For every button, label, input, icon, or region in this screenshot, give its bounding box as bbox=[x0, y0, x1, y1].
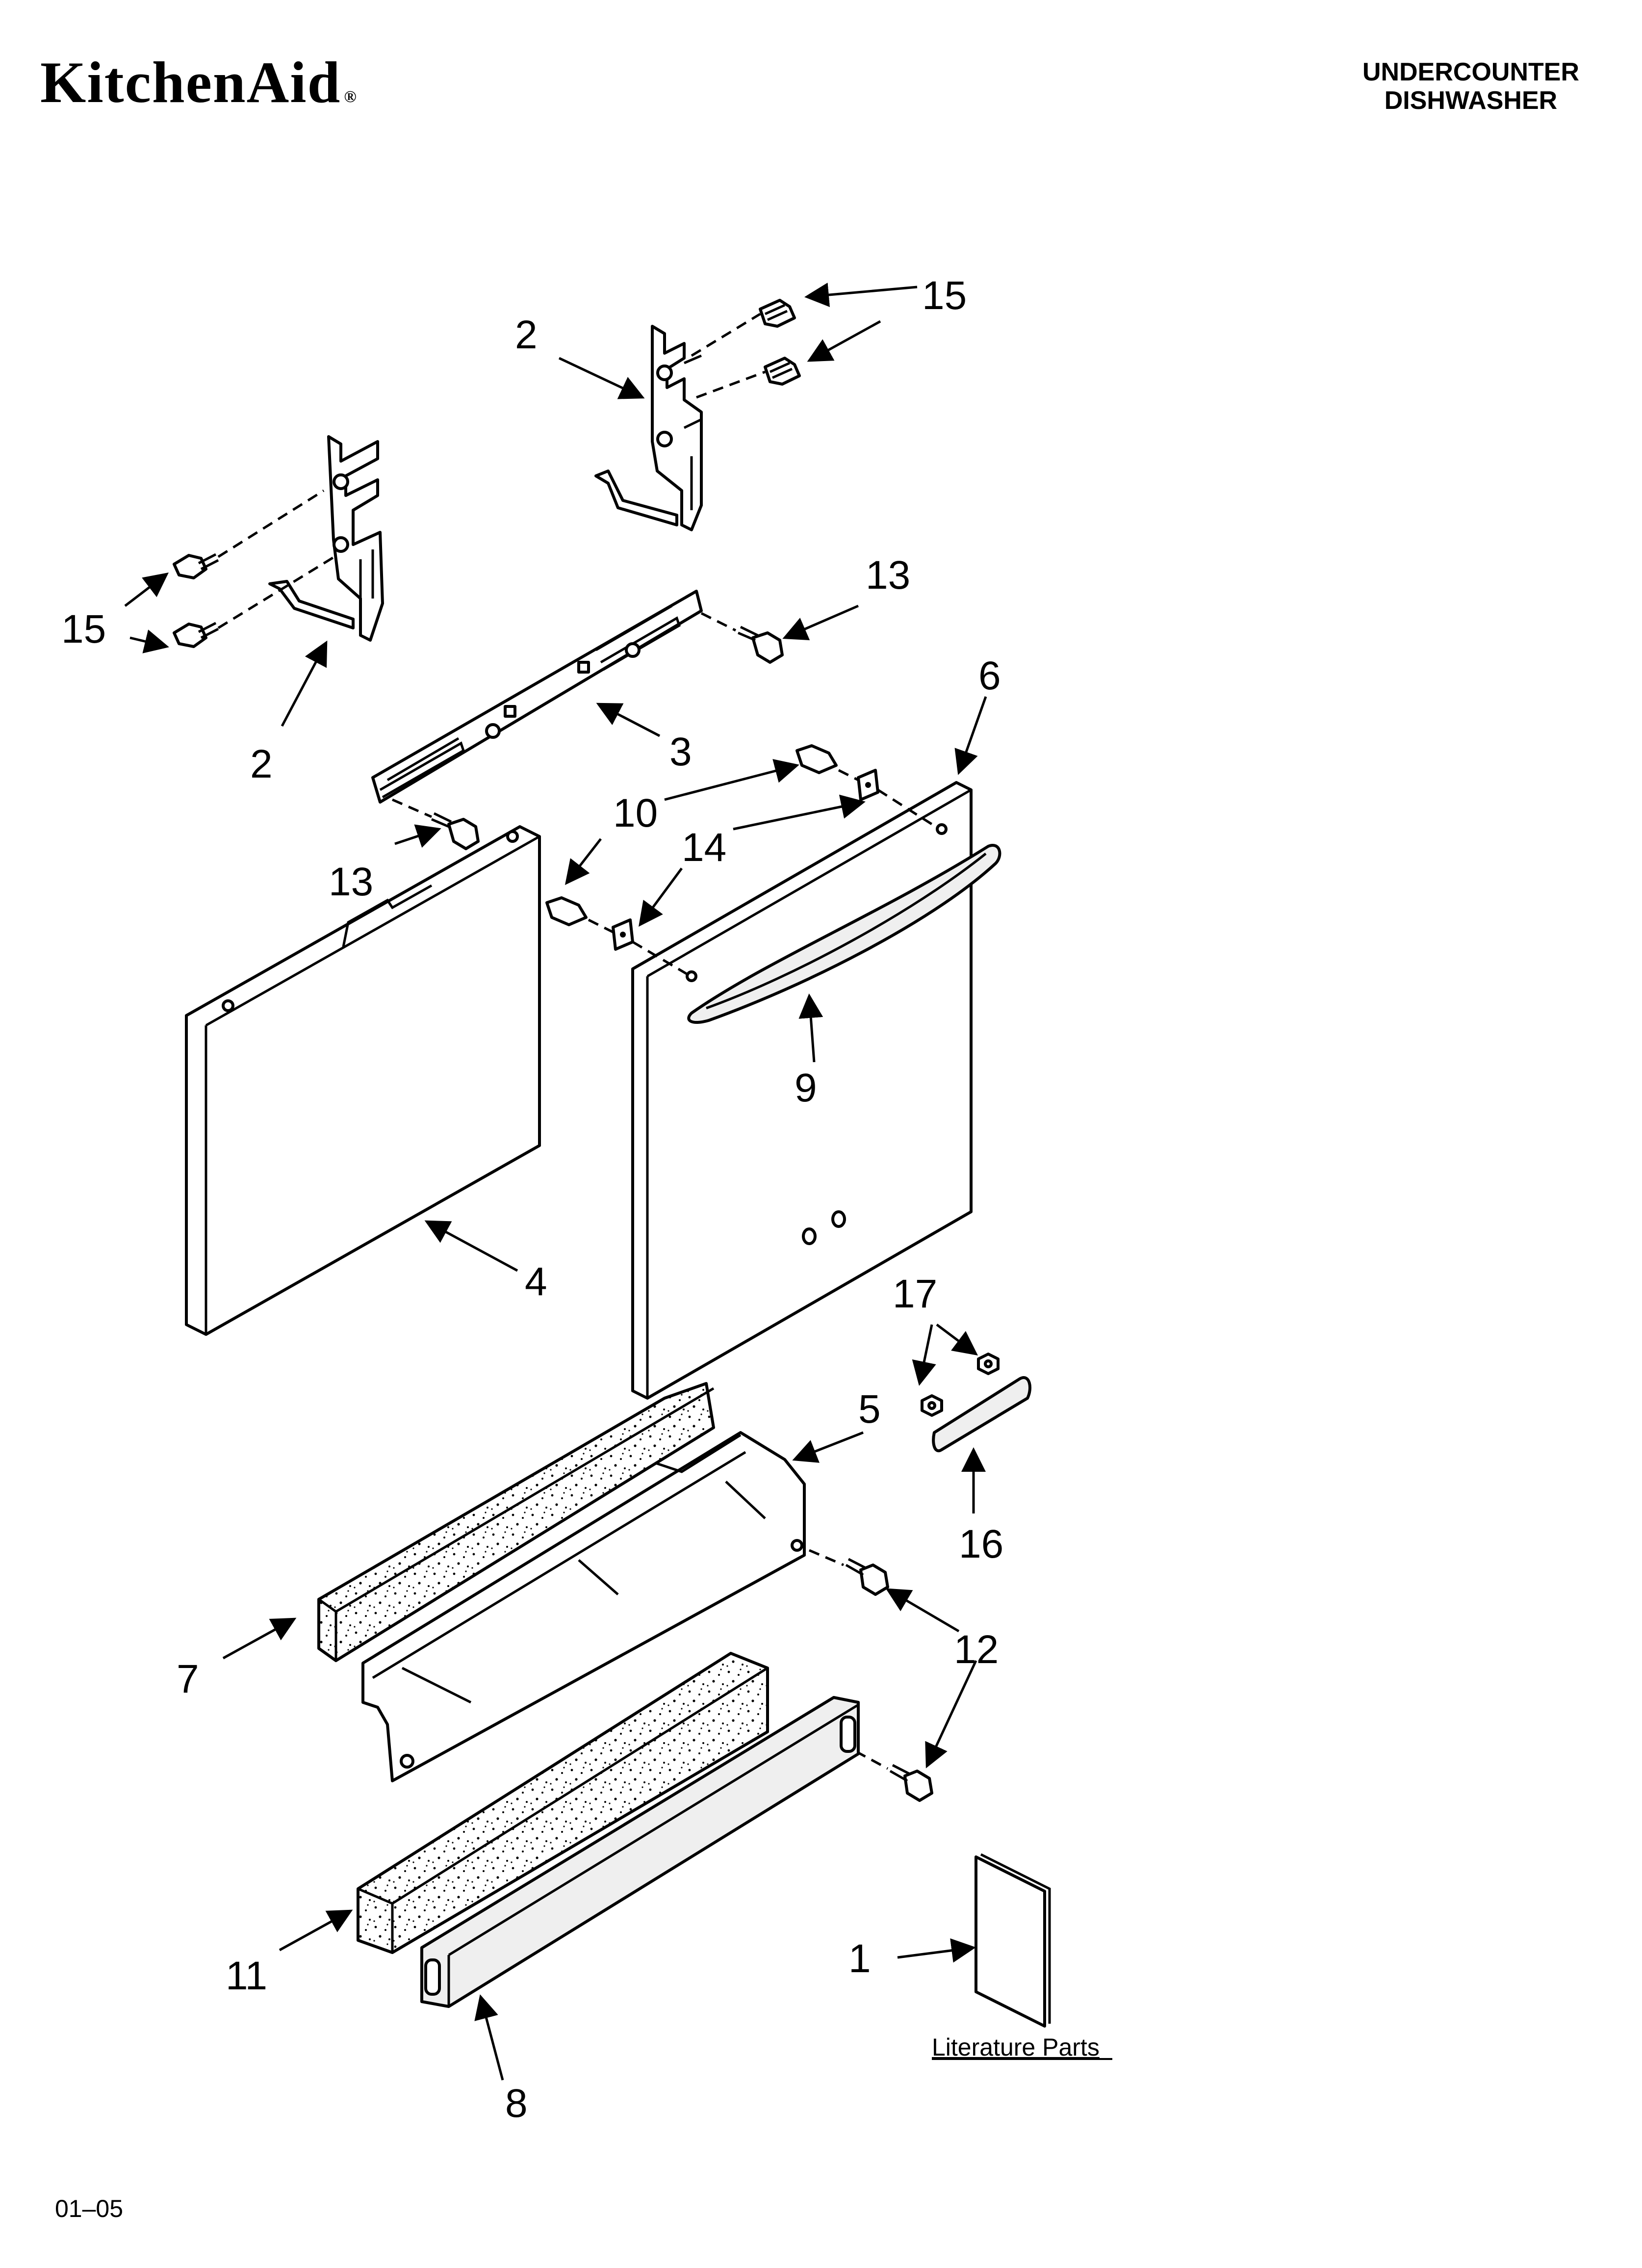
registered-mark: ® bbox=[344, 88, 358, 106]
callout-6: 6 bbox=[978, 653, 1001, 698]
screw-15-left-a bbox=[173, 553, 219, 579]
screw-10-b bbox=[545, 896, 588, 926]
callout-15-left: 15 bbox=[61, 607, 106, 652]
callout-4: 4 bbox=[525, 1259, 547, 1304]
callout-11: 11 bbox=[226, 1954, 267, 1998]
screw-15-left-b bbox=[173, 622, 219, 648]
callout-16: 16 bbox=[959, 1522, 1003, 1566]
product-title-line-1: UNDERCOUNTER bbox=[1362, 58, 1579, 86]
callout-2-top: 2 bbox=[515, 313, 538, 357]
mounting-rail bbox=[371, 590, 703, 804]
brand-logo: KitchenAid® bbox=[40, 50, 358, 115]
brand-name: KitchenAid bbox=[40, 50, 341, 115]
screw-15-top-a bbox=[759, 299, 796, 328]
callout-14: 14 bbox=[682, 825, 726, 870]
callout-13-left: 13 bbox=[329, 860, 373, 904]
literature-booklet bbox=[975, 1853, 1051, 2028]
callout-12: 12 bbox=[954, 1627, 999, 1672]
washer-14-b bbox=[612, 918, 634, 951]
kick-plate bbox=[420, 1696, 860, 2008]
hinge-bracket-left bbox=[268, 435, 384, 642]
trim-piece bbox=[932, 1376, 1031, 1453]
callout-5: 5 bbox=[858, 1387, 881, 1432]
nut-17-b bbox=[921, 1394, 943, 1417]
callout-8: 8 bbox=[505, 2081, 528, 2126]
callout-10: 10 bbox=[613, 791, 658, 835]
screw-13-right bbox=[738, 626, 784, 664]
foam-insulation-lower bbox=[357, 1652, 769, 1954]
side-panel bbox=[185, 825, 541, 1336]
callout-17: 17 bbox=[893, 1272, 937, 1316]
screw-13-left bbox=[431, 812, 480, 850]
nut-17-a bbox=[977, 1353, 1000, 1375]
callout-3: 3 bbox=[669, 730, 692, 774]
callout-15-top: 15 bbox=[922, 273, 967, 318]
hinge-bracket-upper bbox=[594, 325, 703, 531]
callout-7: 7 bbox=[177, 1657, 199, 1701]
callout-1: 1 bbox=[848, 1936, 871, 1981]
page-code: 01–05 bbox=[55, 2195, 124, 2222]
door-handle bbox=[687, 844, 1001, 1024]
product-title-line-2: DISHWASHER bbox=[1384, 86, 1558, 115]
screw-12-a bbox=[845, 1558, 889, 1596]
literature-parts-label: Literature Parts bbox=[932, 2033, 1100, 2061]
callout-13-right: 13 bbox=[866, 553, 910, 598]
product-title: UNDERCOUNTER DISHWASHER bbox=[1362, 58, 1579, 115]
callout-2-left: 2 bbox=[250, 742, 273, 786]
screw-12-b bbox=[889, 1764, 933, 1802]
foam-insulation-upper bbox=[317, 1382, 715, 1662]
screw-15-top-b bbox=[764, 357, 801, 386]
callout-9: 9 bbox=[795, 1066, 817, 1110]
screw-10-a bbox=[795, 744, 838, 774]
washer-14-a bbox=[857, 769, 879, 801]
